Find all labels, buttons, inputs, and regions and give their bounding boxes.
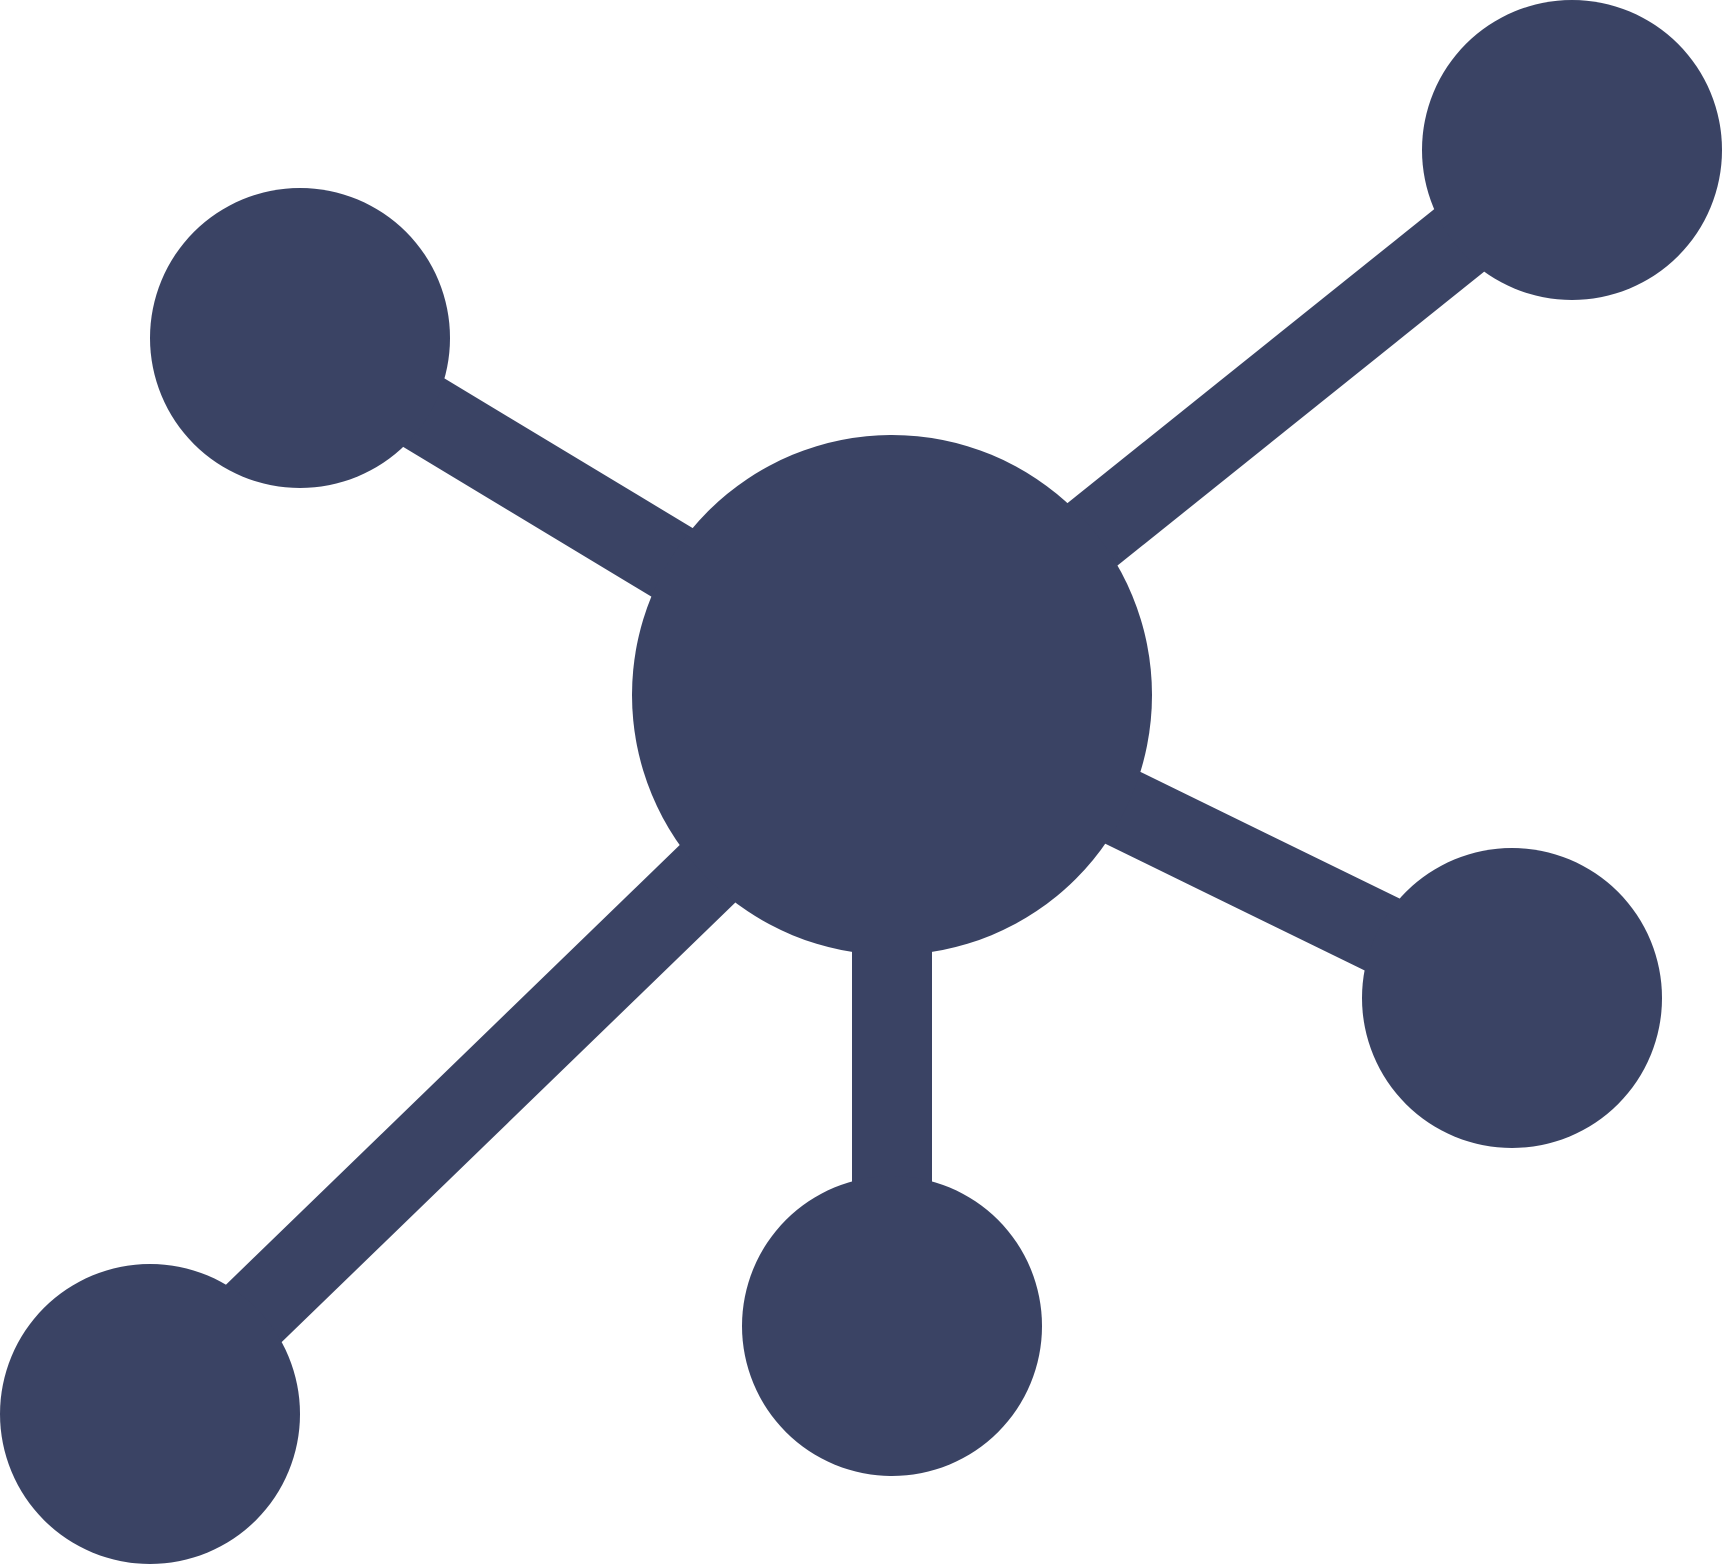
- node-top-right: [1422, 0, 1722, 300]
- node-bottom-left: [0, 1264, 300, 1564]
- node-top-left: [150, 188, 450, 488]
- hub-node: [632, 435, 1152, 955]
- node-bottom-center: [742, 1176, 1042, 1476]
- node-right: [1362, 848, 1662, 1148]
